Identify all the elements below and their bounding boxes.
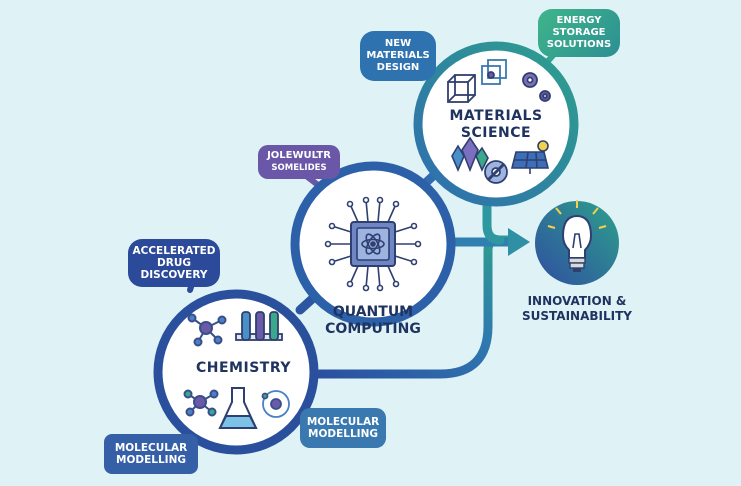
bubble-molecular-left-line2: MODELLING	[116, 454, 186, 466]
quantum-chip-icon	[324, 196, 422, 292]
lattice-cube-icon	[447, 59, 507, 103]
molecule-cluster-icon	[183, 389, 219, 417]
bubble-molecular-modelling-right[interactable]: MOLECULAR MODELLING	[300, 408, 386, 448]
innovation-line1: INNOVATION &	[527, 294, 627, 308]
bubble-jole-line2: SOMELIDES	[271, 163, 327, 173]
node-label-chemistry: CHEMISTRY	[196, 360, 291, 376]
node-label-quantum: QUANTUM COMPUTING	[318, 304, 428, 338]
node-innovation[interactable]	[535, 200, 619, 285]
bubble-molecular-modelling-left[interactable]: MOLECULAR MODELLING	[104, 434, 198, 474]
quantum-line1: QUANTUM	[332, 304, 414, 320]
bubble-accelerated-line2: DRUG	[157, 257, 191, 269]
bubble-accelerated-line1: ACCELERATED	[132, 245, 216, 257]
bubble-new-line1: NEW	[384, 38, 412, 49]
connector-materials-innovation	[482, 200, 505, 245]
bubble-energy-storage-solutions[interactable]: ENERGY STORAGE SOLUTIONS	[538, 9, 620, 57]
node-label-innovation: INNOVATION & SUSTAINABILITY	[520, 294, 634, 324]
bubble-accelerated-drug-discovery[interactable]: ACCELERATED DRUG DISCOVERY	[128, 239, 220, 287]
test-tubes-icon	[235, 311, 283, 341]
gears-icon	[522, 72, 551, 102]
solar-panel-icon	[510, 140, 550, 174]
node-chemistry[interactable]	[153, 289, 319, 455]
molecule-icon	[187, 313, 227, 347]
chemistry-label: CHEMISTRY	[196, 360, 291, 376]
bubble-jolewultr-somelides[interactable]: JOLEWULTR SOMELIDES	[258, 145, 340, 179]
bubble-new-materials-design[interactable]: NEW MATERIALS DESIGN	[360, 31, 436, 81]
node-label-materials: MATERIALS SCIENCE	[441, 108, 551, 142]
node-materials[interactable]	[413, 41, 579, 207]
bubble-molecular-left-line1: MOLECULAR	[114, 442, 188, 454]
bubble-energy-line3: SOLUTIONS	[546, 39, 612, 50]
crystal-icon	[451, 136, 489, 173]
materials-line2: SCIENCE	[460, 125, 532, 141]
bubble-new-line3: DESIGN	[376, 62, 420, 73]
bubble-energy-line1: ENERGY	[556, 15, 602, 26]
arrow-head-icon	[508, 228, 530, 256]
atom-icon	[261, 390, 290, 418]
node-quantum[interactable]	[290, 161, 456, 327]
bubble-molecular-right-line1: MOLECULAR	[306, 416, 380, 428]
bubble-jole-line1: JOLEWULTR	[267, 150, 331, 161]
bubble-new-line2: MATERIALS	[366, 50, 430, 61]
bubble-accelerated-line3: DISCOVERY	[140, 269, 208, 281]
bubble-molecular-right-line2: MODELLING	[308, 428, 378, 440]
innovation-line2: SUSTAINABILITY	[522, 309, 632, 323]
materials-line1: MATERIALS	[449, 108, 543, 124]
lightbulb-icon	[547, 200, 607, 272]
bubble-energy-line2: STORAGE	[552, 27, 606, 38]
wrench-gear-icon	[484, 160, 508, 184]
quantum-line2: COMPUTING	[325, 321, 421, 337]
flask-icon	[218, 387, 258, 429]
